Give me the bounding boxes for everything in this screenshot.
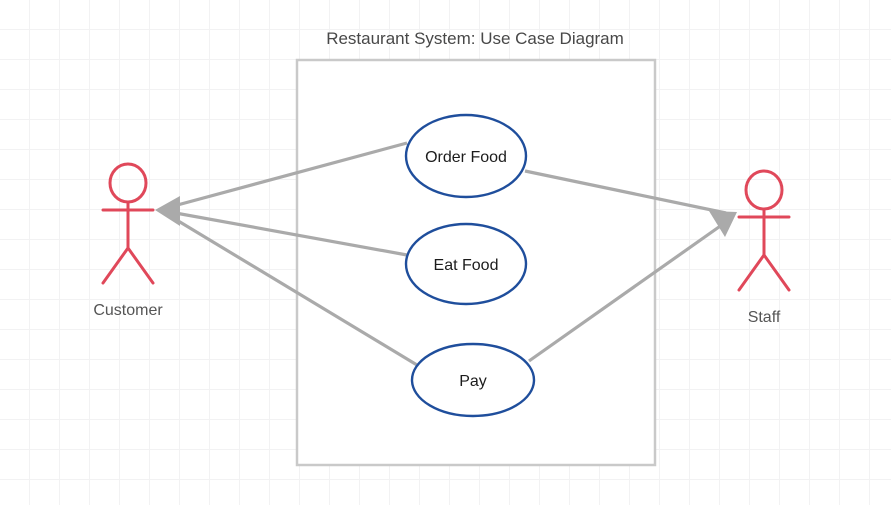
use-case-eat-food[interactable]: Eat Food bbox=[404, 222, 528, 306]
page-title: Restaurant System: Use Case Diagram bbox=[326, 29, 624, 48]
actor-label-staff: Staff bbox=[748, 309, 781, 326]
stick-figure-icon bbox=[101, 162, 155, 285]
association-staff-pay[interactable] bbox=[528, 220, 727, 363]
actor-label-customer: Customer bbox=[93, 302, 163, 319]
association-customer-order-food[interactable] bbox=[169, 141, 408, 209]
actor-staff[interactable]: Staff bbox=[737, 169, 791, 326]
use-case-label-order-food: Order Food bbox=[425, 149, 507, 166]
association-customer-pay[interactable] bbox=[169, 214, 418, 367]
use-case-label-pay: Pay bbox=[459, 373, 487, 390]
use-case-ellipse[interactable] bbox=[404, 113, 528, 199]
use-case-ellipse[interactable] bbox=[404, 222, 528, 306]
association-staff-order-food[interactable] bbox=[524, 169, 727, 215]
association-layer bbox=[155, 141, 737, 367]
arrowhead-staff-icon bbox=[709, 211, 737, 237]
use-case-ellipse[interactable] bbox=[410, 342, 536, 418]
use-case-label-eat-food: Eat Food bbox=[434, 257, 499, 274]
actor-customer[interactable]: Customer bbox=[93, 162, 163, 319]
association-customer-eat-food[interactable] bbox=[169, 210, 408, 257]
use-case-order-food[interactable]: Order Food bbox=[404, 113, 528, 199]
arrowhead-customer-icon bbox=[155, 196, 180, 226]
stick-figure-icon bbox=[737, 169, 791, 292]
use-case-pay[interactable]: Pay bbox=[410, 342, 536, 418]
